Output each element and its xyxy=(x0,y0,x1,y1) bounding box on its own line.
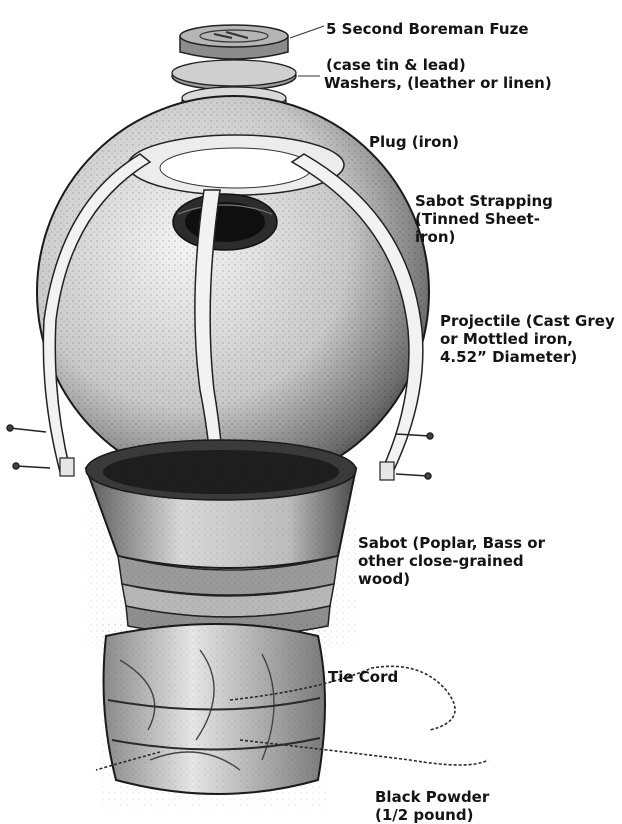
label-tie-cord: Tie Cord xyxy=(328,668,398,686)
label-fuze: 5 Second Boreman Fuze (case tin & lead) xyxy=(326,2,529,74)
leader-lines xyxy=(290,26,324,76)
label-plug: Plug (iron) xyxy=(369,133,459,151)
label-projectile: Projectile (Cast Grey or Mottled iron, 4… xyxy=(440,312,615,366)
label-fuze-line2: (case tin & lead) xyxy=(326,56,466,74)
label-sabot: Sabot (Poplar, Bass or other close-grain… xyxy=(358,534,545,588)
projectile-sphere xyxy=(37,96,429,488)
label-sabot-strapping: Sabot Strapping (Tinned Sheet- iron) xyxy=(415,192,553,246)
label-black-powder: Black Powder (1/2 pound) xyxy=(375,788,489,824)
fuze-part xyxy=(180,25,288,59)
powder-bag xyxy=(100,620,330,810)
sabot-part xyxy=(86,440,356,648)
label-fuze-line1: 5 Second Boreman Fuze xyxy=(326,20,529,38)
label-washers: Washers, (leather or linen) xyxy=(324,74,552,92)
